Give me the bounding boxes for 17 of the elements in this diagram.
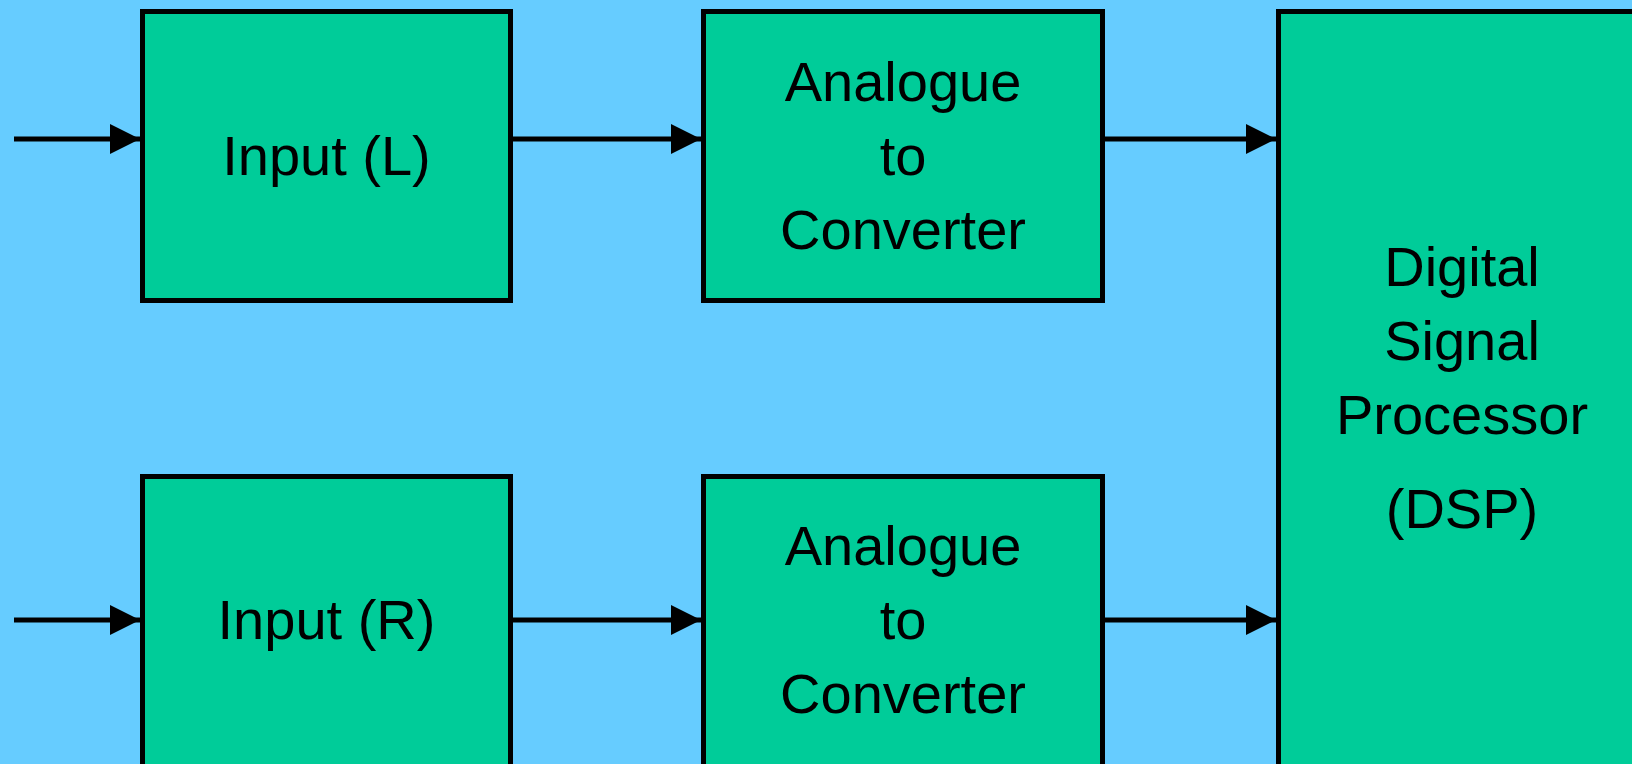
process-box: [701, 9, 1105, 303]
arrow: [513, 124, 701, 154]
box-label: Analogue to Converter: [779, 49, 1027, 263]
process-box: [140, 9, 513, 303]
box-label: Digital Signal Processor: [1334, 234, 1590, 448]
process-box: [1276, 9, 1632, 764]
box-label: (DSP): [1385, 476, 1539, 542]
box-label: Input (R): [217, 587, 436, 653]
box-label: Analogue to Converter: [779, 513, 1027, 727]
arrow: [1105, 605, 1276, 635]
arrow: [513, 605, 701, 635]
arrow: [14, 605, 140, 635]
arrow: [1105, 124, 1276, 154]
box-label: Input (L): [222, 123, 431, 189]
process-box: [701, 474, 1105, 764]
process-box: [140, 474, 513, 764]
arrow: [14, 124, 140, 154]
